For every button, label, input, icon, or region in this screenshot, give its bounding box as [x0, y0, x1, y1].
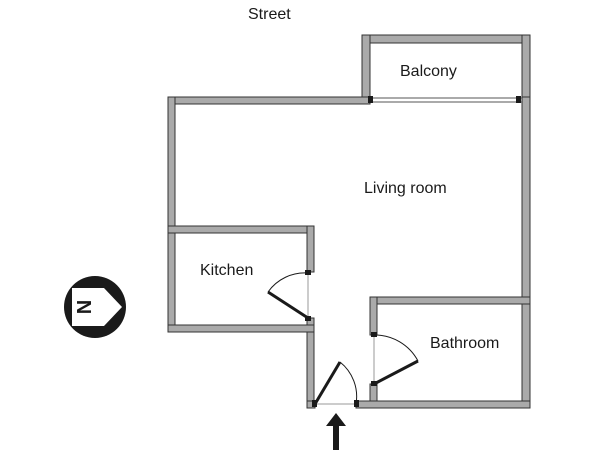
left-exterior-wall: [167, 96, 176, 333]
compass-icon: N: [64, 276, 126, 338]
entry-door: [312, 361, 359, 407]
balcony-opening: [370, 97, 522, 103]
bathroom-left-wall-upper: [369, 296, 378, 336]
balcony-top-wall: [361, 34, 531, 44]
kitchen-right-wall-upper: [306, 225, 315, 273]
kitchen-door: [267, 270, 311, 321]
balcony-right-wall: [521, 34, 531, 106]
street-label: Street: [248, 6, 291, 23]
bathroom-label: Bathroom: [430, 335, 499, 352]
bottom-wall-right: [355, 400, 531, 409]
compass-letter: N: [74, 300, 96, 314]
right-exterior-wall: [521, 96, 531, 409]
kitchen-bottom-wall: [167, 324, 315, 333]
living-room-label: Living room: [364, 180, 447, 197]
bathroom-top-wall: [369, 296, 531, 305]
kitchen-top-wall: [167, 225, 315, 234]
bathroom-door: [371, 332, 419, 386]
balcony-label: Balcony: [400, 63, 457, 80]
kitchen-label: Kitchen: [200, 262, 253, 279]
balcony-left-wall: [361, 34, 371, 101]
living-room-top-wall: [167, 96, 371, 105]
balcony-door-jambs: [368, 96, 521, 103]
entrance-arrow-icon: [326, 413, 346, 450]
walls: [167, 34, 531, 409]
